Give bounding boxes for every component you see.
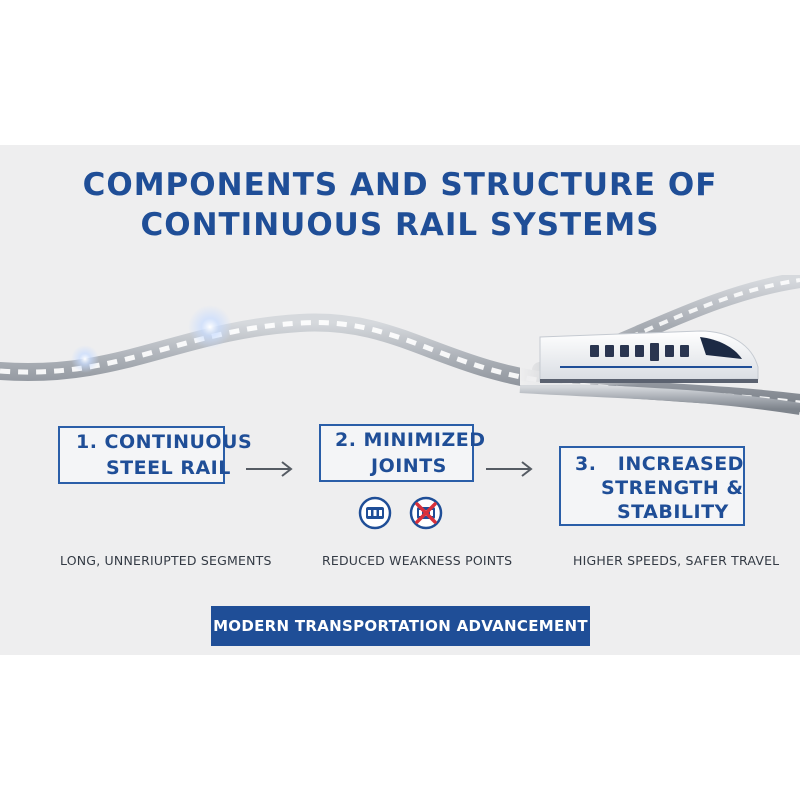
title-line-2: CONTINUOUS RAIL SYSTEMS [140,207,660,243]
summary-banner: MODERN TRANSPORTATION ADVANCEMENT [211,606,590,646]
step-3-line-2: STRENGTH & [601,477,744,499]
step-3-note: HIGHER SPEEDS, SAFER TRAVEL [573,553,780,568]
step-1-line-2: STEEL RAIL [106,457,231,479]
step-2-note: REDUCED WEAKNESS POINTS [322,553,513,568]
title-line-1: COMPONENTS AND STRUCTURE OF [82,167,718,203]
step-continuous-steel-rail: 1. CONTINUOUS STEEL RAIL [58,426,252,484]
step-minimized-joints: 2. MINIMIZED JOINTS [319,424,485,482]
rail-joint-icon [358,496,392,530]
no-joint-icon [409,496,443,530]
step-3-line-1: 3. INCREASED [575,453,744,475]
banner-label: MODERN TRANSPORTATION ADVANCEMENT [213,617,588,635]
glow-highlight [71,345,99,373]
page-title: COMPONENTS AND STRUCTURE OF CONTINUOUS R… [0,165,800,245]
step-3-line-3: STABILITY [617,501,729,523]
step-1-line-1: 1. CONTINUOUS [76,431,253,453]
step-1-note: LONG, UNNERIUPTED SEGMENTS [60,553,272,568]
arrow-right-icon [486,461,533,477]
step-increased-strength-stability: 3. INCREASED STRENGTH & STABILITY [559,446,745,526]
rail-track-illustration [0,275,800,415]
rail-lower [519,381,800,415]
high-speed-train-icon [520,325,759,385]
step-2-line-2: JOINTS [371,455,447,477]
step-2-line-1: 2. MINIMIZED [335,429,486,451]
glow-highlight [188,305,232,349]
arrow-right-icon [246,461,293,477]
